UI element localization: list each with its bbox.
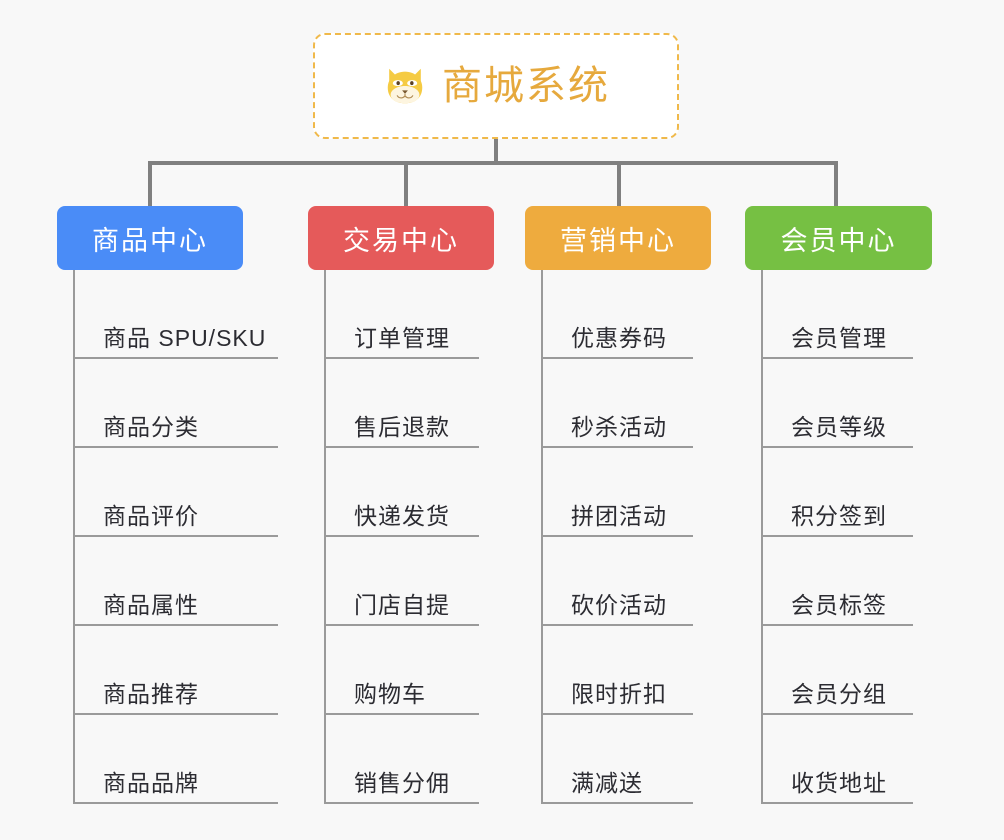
leaf-item[interactable]: 商品分类	[73, 359, 278, 448]
leaf-item[interactable]: 商品评价	[73, 448, 278, 537]
leaf-item[interactable]: 商品 SPU/SKU	[73, 270, 278, 359]
leaf-label: 销售分佣	[354, 769, 450, 796]
leaf-item[interactable]: 商品品牌	[73, 715, 278, 804]
connector-root-stem	[494, 139, 498, 163]
branch-card-marketing-center[interactable]: 营销中心	[525, 206, 711, 270]
leaf-item[interactable]: 会员分组	[761, 626, 913, 715]
leaf-column-product-center: 商品 SPU/SKU 商品分类 商品评价 商品属性 商品推荐 商品品牌	[73, 270, 278, 804]
leaf-item[interactable]: 销售分佣	[324, 715, 479, 804]
leaf-item[interactable]: 会员管理	[761, 270, 913, 359]
column-spine	[541, 270, 543, 804]
leaf-item[interactable]: 售后退款	[324, 359, 479, 448]
leaf-label: 会员等级	[791, 413, 887, 440]
root-title: 商城系统	[442, 64, 610, 108]
leaf-column-trade-center: 订单管理 售后退款 快递发货 门店自提 购物车 销售分佣	[324, 270, 479, 804]
branch-card-product-center[interactable]: 商品中心	[57, 206, 243, 270]
leaf-label: 积分签到	[791, 502, 887, 529]
leaf-item[interactable]: 砍价活动	[541, 537, 693, 626]
leaf-column-member-center: 会员管理 会员等级 积分签到 会员标签 会员分组 收货地址	[761, 270, 913, 804]
leaf-item[interactable]: 拼团活动	[541, 448, 693, 537]
leaf-label: 优惠券码	[571, 324, 667, 351]
leaf-item[interactable]: 会员等级	[761, 359, 913, 448]
leaf-label: 商品分类	[103, 413, 199, 440]
connector-drop-branch-4	[834, 161, 838, 206]
leaf-label: 商品评价	[103, 502, 199, 529]
branch-label: 交易中心	[343, 225, 459, 256]
leaf-item[interactable]: 门店自提	[324, 537, 479, 626]
leaf-item[interactable]: 商品属性	[73, 537, 278, 626]
connector-drop-branch-1	[148, 161, 152, 206]
leaf-label: 商品 SPU/SKU	[103, 324, 267, 351]
leaf-label: 售后退款	[354, 413, 450, 440]
leaf-label: 快递发货	[354, 502, 450, 529]
leaf-label: 秒杀活动	[571, 413, 667, 440]
branch-card-member-center[interactable]: 会员中心	[745, 206, 932, 270]
leaf-label: 门店自提	[354, 591, 450, 618]
leaf-label: 会员标签	[791, 591, 887, 618]
branch-label: 商品中心	[92, 225, 208, 256]
leaf-label: 购物车	[354, 680, 426, 707]
leaf-label: 砍价活动	[571, 591, 667, 618]
leaf-item[interactable]: 积分签到	[761, 448, 913, 537]
connector-horizontal-bus	[148, 161, 838, 165]
leaf-label: 商品属性	[103, 591, 199, 618]
leaf-item[interactable]: 满减送	[541, 715, 693, 804]
leaf-item[interactable]: 快递发货	[324, 448, 479, 537]
column-spine	[761, 270, 763, 804]
shiba-dog-face-icon	[387, 68, 423, 104]
leaf-label: 满减送	[571, 769, 643, 796]
leaf-label: 商品品牌	[103, 769, 199, 796]
leaf-item[interactable]: 收货地址	[761, 715, 913, 804]
leaf-label: 拼团活动	[571, 502, 667, 529]
leaf-label: 会员管理	[791, 324, 887, 351]
branch-label: 营销中心	[560, 225, 676, 256]
connector-drop-branch-2	[404, 161, 408, 206]
leaf-item[interactable]: 购物车	[324, 626, 479, 715]
leaf-item[interactable]: 优惠券码	[541, 270, 693, 359]
leaf-item[interactable]: 秒杀活动	[541, 359, 693, 448]
leaf-item[interactable]: 会员标签	[761, 537, 913, 626]
column-spine	[324, 270, 326, 804]
root-node-shop-system[interactable]: 商城系统	[313, 33, 679, 139]
leaf-item[interactable]: 订单管理	[324, 270, 479, 359]
connector-drop-branch-3	[617, 161, 621, 206]
leaf-label: 会员分组	[791, 680, 887, 707]
leaf-item[interactable]: 限时折扣	[541, 626, 693, 715]
leaf-column-marketing-center: 优惠券码 秒杀活动 拼团活动 砍价活动 限时折扣 满减送	[541, 270, 693, 804]
leaf-label: 商品推荐	[103, 680, 199, 707]
leaf-label: 订单管理	[354, 324, 450, 351]
leaf-item[interactable]: 商品推荐	[73, 626, 278, 715]
column-spine	[73, 270, 75, 804]
leaf-label: 限时折扣	[571, 680, 667, 707]
branch-label: 会员中心	[780, 225, 897, 256]
branch-card-trade-center[interactable]: 交易中心	[308, 206, 494, 270]
leaf-label: 收货地址	[791, 769, 887, 796]
